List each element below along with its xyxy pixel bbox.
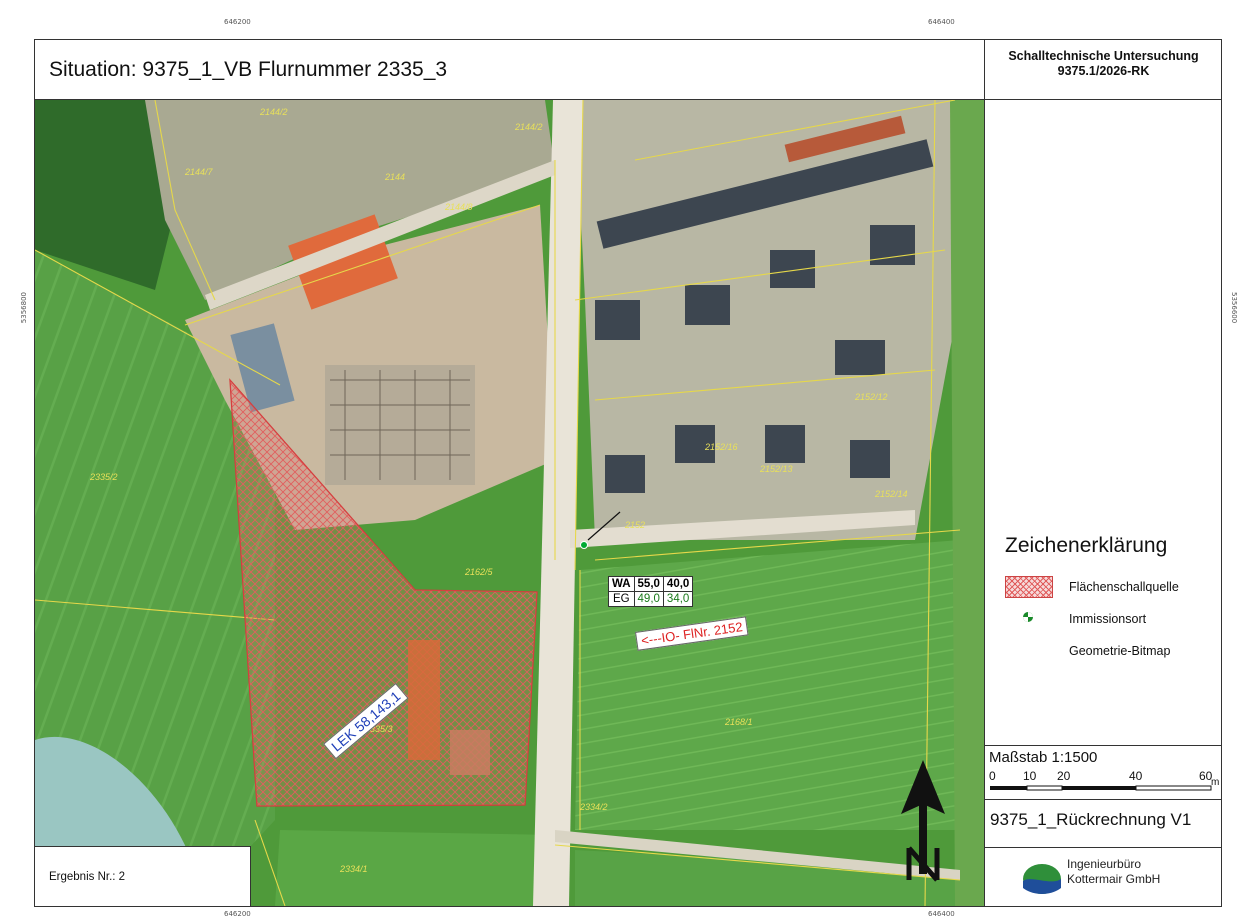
parcel-label: 2334/2	[579, 802, 608, 812]
study-title: Schalltechnische Untersuchung	[1008, 49, 1199, 63]
parcel-label: 2335/2	[89, 472, 118, 482]
woods	[35, 100, 175, 290]
value-day-cell: 49,0	[633, 591, 664, 607]
company-logo: Ingenieurbüro Kottermair GmbH	[985, 848, 1222, 906]
building-shed	[230, 323, 295, 413]
coord-top-left: 646200	[224, 18, 251, 26]
roof-row-red	[784, 115, 906, 163]
field-south	[275, 830, 555, 906]
substation-lines	[330, 370, 470, 480]
parcel-label: 2144/2	[259, 107, 288, 117]
parcel-label: 2335/3	[364, 724, 393, 734]
residential-north-west	[145, 100, 555, 300]
parcel-number-labels: 2144/2 2144/7 2144 2144/8 2144/2 2335/2 …	[89, 107, 908, 874]
company-name-line2: Kottermair GmbH	[1067, 872, 1161, 886]
building-small	[450, 730, 490, 775]
company-name-line1: Ingenieurbüro	[1067, 857, 1142, 871]
legend: Zeichenerklärung Flächenschallquelle Imm…	[985, 530, 1222, 740]
zone-cell: WA	[608, 576, 635, 592]
aerial-map[interactable]: 2144/2 2144/7 2144 2144/8 2144/2 2335/2 …	[35, 100, 985, 906]
parcel-label: 2144/7	[184, 167, 214, 177]
limit-night-cell: 40,0	[662, 576, 694, 592]
result-box: Ergebnis Nr.: 2	[35, 846, 251, 906]
study-number: 9375.1/2026-RK	[1057, 64, 1150, 78]
coord-right-side: 5356600	[1230, 292, 1238, 324]
parcel-label: 2144/8	[444, 202, 473, 212]
scale-tick: 10	[1023, 769, 1037, 783]
scale-label: Maßstab 1:1500	[989, 749, 1098, 766]
coord-top-right: 646400	[928, 18, 955, 26]
north-arrow-icon	[901, 760, 945, 882]
immission-point-icon	[1023, 612, 1033, 622]
project-name: 9375_1_Rückrechnung V1	[985, 800, 1222, 848]
coord-bottom-right: 646400	[928, 910, 955, 918]
meadow-left	[35, 250, 275, 906]
legend-item-area-source: Flächenschallquelle	[1069, 580, 1179, 594]
parcel-label: 2168/1	[724, 717, 753, 727]
immission-result-table: WA 55,0 40,0 EG 49,0 34,0	[608, 576, 694, 607]
field-track	[555, 830, 960, 880]
scale-tick: 40	[1129, 769, 1143, 783]
page-title: Situation: 9375_1_VB Flurnummer 2335_3	[35, 40, 985, 100]
main-road	[533, 100, 583, 906]
house-roofs	[595, 139, 934, 493]
parcel-label: 2152/16	[704, 442, 738, 452]
scale-tick: 0	[989, 769, 996, 783]
building-orange	[408, 640, 440, 760]
company-name: Ingenieurbüro Kottermair GmbH	[1067, 857, 1160, 887]
parcel-label: 2152/13	[759, 464, 793, 474]
coord-bottom-left: 646200	[224, 910, 251, 918]
parcel-label: 2144/2	[514, 122, 543, 132]
parcel-label: 2152/12	[854, 392, 888, 402]
scale-graphic	[990, 785, 1212, 791]
limit-day-cell: 55,0	[633, 576, 664, 592]
immission-leader-line	[587, 511, 621, 541]
immission-point-icon[interactable]	[580, 541, 588, 549]
map-canvas: 2144/2 2144/7 2144 2144/8 2144/2 2335/2 …	[35, 100, 984, 906]
parcel-label: 2152/14	[874, 489, 908, 499]
hatch-swatch	[1005, 576, 1053, 598]
legend-item-bitmap: Geometrie-Bitmap	[1069, 644, 1171, 658]
field-south-east	[575, 850, 960, 906]
scale-bar: Maßstab 1:1500 0 10 20 40 60 m	[985, 745, 1222, 800]
parcel-lines	[35, 100, 961, 906]
parcel-label: 2334/1	[339, 864, 368, 874]
study-header: Schalltechnische Untersuchung 9375.1/202…	[985, 40, 1222, 100]
substation	[325, 365, 475, 485]
floor-cell: EG	[608, 591, 635, 607]
parcel-label: 2162/5	[464, 567, 494, 577]
field-east	[575, 540, 960, 830]
scale-tick: 60	[1199, 769, 1213, 783]
scale-unit: m	[1211, 777, 1220, 788]
plan-frame: Situation: 9375_1_VB Flurnummer 2335_3	[34, 39, 1222, 907]
legend-title: Zeichenerklärung	[1005, 534, 1168, 557]
strip-east	[950, 100, 984, 906]
company-logo-icon	[1023, 864, 1061, 894]
legend-item-immission: Immissionsort	[1069, 612, 1147, 626]
value-night-cell: 34,0	[662, 591, 694, 607]
area-sound-source-tint	[230, 380, 537, 806]
coord-left-side: 5356800	[20, 292, 28, 324]
area-sound-source[interactable]	[229, 378, 538, 807]
title-block: Schalltechnische Untersuchung 9375.1/202…	[985, 40, 1222, 906]
north-road	[205, 160, 555, 310]
scale-tick: 20	[1057, 769, 1071, 783]
side-road	[570, 510, 915, 548]
parcel-label: 2152	[624, 520, 645, 530]
parcel-label: 2144	[384, 172, 405, 182]
